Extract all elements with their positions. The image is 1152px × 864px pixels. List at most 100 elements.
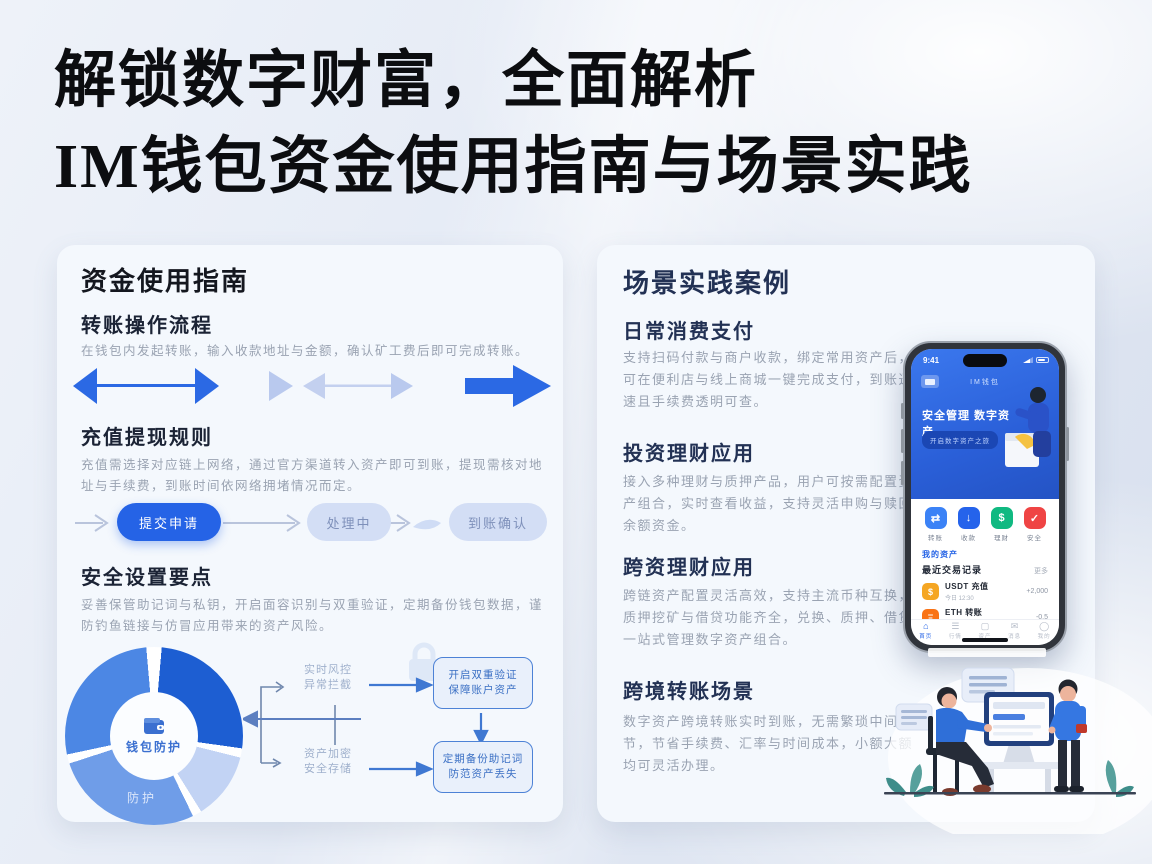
fund-guide-heading: 资金使用指南 [81,266,250,296]
security-box-1: 开启双重验证 保障账户资产 [433,657,533,709]
scenario-heading: 场景实践案例 [623,268,792,298]
quick-action-invest: $ 理财 [990,507,1013,542]
tx-header: 最近交易记录 [922,565,983,575]
people-illustration [884,648,1152,834]
donut-segment-label: 防护 [127,791,158,805]
flow-step-1: 提交申请 [117,503,221,541]
branch-1-line2: 异常拦截 [304,679,352,691]
flow-step-3-label: 到账确认 [467,515,528,531]
faint-double-arrow-icon [303,373,413,399]
deposit-rules-heading: 充值提现规则 [81,427,213,449]
tab-market-label: 行情 [948,634,962,640]
page-title-line2: IM钱包资金使用指南与场景实践 [54,133,973,201]
monitor [984,692,1054,746]
tx-row-value: -0.5 [1035,614,1048,621]
security-box-2-line1: 定期备份助记词 [442,753,524,765]
quick-action-invest-label: 理财 [994,535,1009,542]
cross-border-heading: 跨境转账场景 [623,681,755,703]
battery-icon [1036,357,1049,363]
swoosh-shape [413,519,441,530]
tab-messages: ✉ 消息 [1008,621,1021,640]
deposit-flow: 提交申请 处理中 到账确认 [73,503,551,543]
banner-person-illustration [1005,387,1051,467]
lock-icon [409,642,439,681]
branch-2-line2: 安全存储 [304,763,352,775]
wallet-icon [144,718,164,734]
transfer-process-body: 在钱包内发起转账，输入收款地址与金额，确认矿工费后即可完成转账。 [81,344,530,358]
double-arrow-icon [73,368,219,404]
app-title: IM钱包 [970,379,1000,386]
quick-action-receive: ↓ 收款 [957,507,980,542]
flow-step-2-label: 处理中 [326,515,372,531]
phone-volume-down-button [901,461,904,485]
signal-icon [1023,357,1033,363]
quick-action-security: ✓ 安全 [1023,507,1046,542]
quick-action-transfer: ⇄ 转账 [924,507,947,542]
tx-row-value: +2,000 [1026,588,1048,595]
security-box-2-line2: 防范资产丢失 [448,768,518,780]
security-body: 妥善保管助记词与私钥，开启面容识别与双重验证，定期备份钱包数据，谨防钓鱼链接与仿… [81,598,544,633]
page-title: 解锁数字财富，全面解析 IM钱包资金使用指南与场景实践 [54,38,1134,210]
branch-2-line1: 资产加密 [304,748,352,760]
tx-row-sub: 今日 12:30 [945,596,974,602]
security-branch-2: 资产加密 安全存储 [289,747,367,777]
quick-action-security-label: 安全 [1027,535,1042,542]
investment-heading: 投资理财应用 [623,443,755,465]
invest-icon: $ [990,507,1013,529]
status-icons [1023,357,1049,363]
tx-header-row: 最近交易记录 更多 [922,563,1048,576]
cross-border-body: 数字资产跨境转账实时到账，无需繁琐中间环节，节省手续费、汇率与时间成本，小额大额… [623,714,914,773]
tx-row-name: USDT 充值 [945,582,989,591]
transfer-icon: ⇄ [924,507,947,529]
tab-market: ☰ 行情 [949,621,962,640]
transfer-arrows-graphic [73,365,551,407]
usdt-icon: $ [922,583,939,600]
tx-row-name: ETH 转账 [945,608,983,617]
phone-side-button [901,403,904,419]
left-arrow-icon [243,710,361,728]
flow-step-2: 处理中 [307,503,391,541]
security-flow-graphic [243,642,489,777]
security-icon: ✓ [1023,507,1046,529]
standing-person [1048,679,1087,792]
tab-home: ⌂ 首页 [919,621,932,640]
chat-bubble-small-icon [895,703,933,731]
cross-asset-heading: 跨资理财应用 [623,557,755,579]
flow-step-1-label: 提交申请 [138,515,199,531]
security-branch-1: 实时风控 异常拦截 [289,663,367,693]
phone-screen: 9:41 IM钱包 安全管理 数字资产 开启数字资产之旅 ⇄ [911,349,1059,645]
tx-row: $ USDT 充值 今日 12:30 +2,000 [922,581,1048,602]
profile-icon: ◯ [1039,621,1050,631]
tab-assets: ▢ 资产 [978,621,991,640]
tab-profile: ◯ 我的 [1038,621,1051,640]
security-box-1-line1: 开启双重验证 [448,669,518,681]
quick-action-receive-label: 收款 [961,535,976,542]
wall-frame [928,648,1046,657]
big-right-arrow-icon [465,365,551,407]
status-time: 9:41 [923,356,940,365]
page-title-line1: 解锁数字财富，全面解析 [54,47,759,115]
donut-center-label: 钱包防护 [125,740,182,754]
faint-right-arrow-icon [269,371,293,401]
quick-actions: ⇄ 转账 ↓ 收款 $ 理财 ✓ 安全 [911,507,1059,542]
branch-lines [260,681,336,768]
daily-payment-heading: 日常消费支付 [623,321,755,343]
receive-icon: ↓ [957,507,980,529]
tab-assets-label: 资产 [978,634,992,640]
cross-asset-body: 跨链资产配置灵活高效，支持主流币种互换，质押挖矿与借贷功能齐全，兑换、质押、借贷… [623,588,914,647]
security-box-2: 定期备份助记词 防范资产丢失 [433,741,533,793]
deposit-rules-body: 充值需选择对应链上网络，通过官方渠道转入资产即可到账，提现需核对地址与手续费，到… [81,458,544,493]
daily-payment-body: 支持扫码付款与商户收款，绑定常用资产后，可在便利店与线上商城一键完成支付，到账迅… [623,350,914,409]
assets-label: 我的资产 [922,550,958,559]
investment-body: 接入多种理财与质押产品，用户可按需配置资产组合，实时查看收益，支持灵活申购与赎回… [623,474,914,533]
tx-more-link: 更多 [1034,568,1048,575]
transfer-process-heading: 转账操作流程 [81,315,213,337]
branch-1-line1: 实时风控 [304,664,352,676]
tab-profile-label: 我的 [1037,634,1051,640]
wallet-logo-icon [921,375,939,388]
to-box-arrows [369,677,489,777]
tab-home-label: 首页 [919,634,933,640]
fund-guide-panel: 资金使用指南 转账操作流程 在钱包内发起转账，输入收款地址与金额，确认矿工费后即… [57,245,563,825]
phone-power-button [1066,427,1069,461]
